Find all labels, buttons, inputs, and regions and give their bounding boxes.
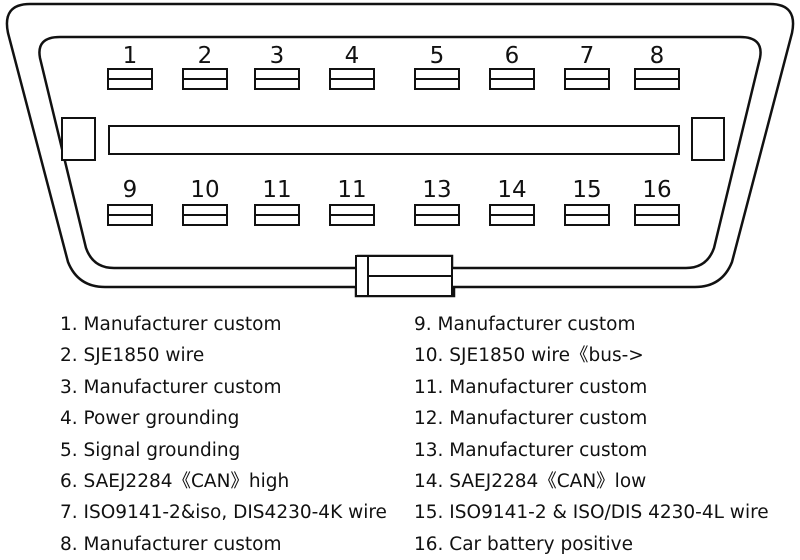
bottom-pin-14: 14 bbox=[489, 177, 535, 226]
bottom-pin-11: 11 bbox=[254, 177, 300, 226]
pin-number-label: 5 bbox=[430, 43, 445, 69]
legend-item: 4. Power grounding bbox=[60, 408, 240, 430]
pin-number-label: 14 bbox=[497, 177, 526, 203]
top-pin-1: 1 bbox=[107, 43, 153, 90]
legend-item: 13. Manufacturer custom bbox=[414, 439, 648, 461]
legend-item: 16. Car battery positive bbox=[414, 533, 634, 555]
legend-item: 5. Signal grounding bbox=[60, 439, 241, 461]
pin-legend-left: 1. Manufacturer custom 2. SJE1850 wire 3. … bbox=[60, 309, 387, 560]
pin-number-label: 6 bbox=[505, 43, 520, 69]
legend-item: 7. ISO9141-2&iso, DIS4230-4K wire bbox=[60, 502, 387, 524]
top-pin-2: 2 bbox=[182, 43, 228, 90]
pin-row-bottom: 9 10 11 11 13 14 15 16 bbox=[107, 177, 680, 226]
pin-number-label: 16 bbox=[642, 177, 671, 203]
bottom-pin-13: 13 bbox=[414, 177, 460, 226]
pin-number-label: 9 bbox=[123, 177, 138, 203]
pin-number-label: 7 bbox=[580, 43, 595, 69]
right-latch bbox=[691, 117, 725, 161]
legend-item: 8. Manufacturer custom bbox=[60, 533, 282, 555]
pin-number-label: 13 bbox=[422, 177, 451, 203]
pin-number-label: 10 bbox=[190, 177, 219, 203]
obd2-connector-diagram: 1 2 3 4 5 6 7 8 9 10 11 11 13 14 15 16 bbox=[5, 2, 795, 298]
top-pin-5: 5 bbox=[414, 43, 460, 90]
pin-number-label: 3 bbox=[270, 43, 285, 69]
connector-outer-shell bbox=[5, 2, 795, 298]
top-pin-6: 6 bbox=[489, 43, 535, 90]
pin-number-label: 1 bbox=[123, 43, 138, 69]
bottom-pin-16: 16 bbox=[634, 177, 680, 226]
pin-number-label: 4 bbox=[345, 43, 360, 69]
top-pin-7: 7 bbox=[564, 43, 610, 90]
legend-item: 15. ISO9141-2 & ISO/DIS 4230-4L wire bbox=[414, 502, 769, 524]
bottom-pin-12: 11 bbox=[329, 177, 375, 226]
legend-item: 6. SAEJ2284《CAN》high bbox=[60, 470, 290, 492]
legend-item: 9. Manufacturer custom bbox=[414, 314, 636, 335]
legend-item: 11. Manufacturer custom bbox=[414, 376, 648, 398]
pin-number-label: 15 bbox=[572, 177, 601, 203]
top-pin-4: 4 bbox=[329, 43, 375, 90]
center-slot bbox=[108, 125, 680, 155]
pin-number-label: 11 bbox=[337, 177, 366, 203]
pin-legend-right: 9. Manufacturer custom 10. SJE1850 wire《b… bbox=[414, 309, 769, 560]
bottom-pin-15: 15 bbox=[564, 177, 610, 226]
left-latch bbox=[61, 117, 96, 161]
bottom-pin-9: 9 bbox=[107, 177, 153, 226]
pin-number-label: 8 bbox=[650, 43, 665, 69]
legend-item: 12. Manufacturer custom bbox=[414, 408, 648, 430]
bottom-pin-10: 10 bbox=[182, 177, 228, 226]
legend-item: 10. SJE1850 wire《bus-> bbox=[414, 345, 644, 367]
top-pin-8: 8 bbox=[634, 43, 680, 90]
legend-item: 2. SJE1850 wire bbox=[60, 345, 205, 367]
legend-item: 14. SAEJ2284《CAN》low bbox=[414, 470, 647, 492]
legend-item: 1. Manufacturer custom bbox=[60, 314, 282, 335]
top-pin-3: 3 bbox=[254, 43, 300, 90]
pin-number-label: 2 bbox=[198, 43, 213, 69]
pin-row-top: 1 2 3 4 5 6 7 8 bbox=[107, 43, 680, 90]
pin-number-label: 11 bbox=[262, 177, 291, 203]
legend-item: 3. Manufacturer custom bbox=[60, 376, 282, 398]
